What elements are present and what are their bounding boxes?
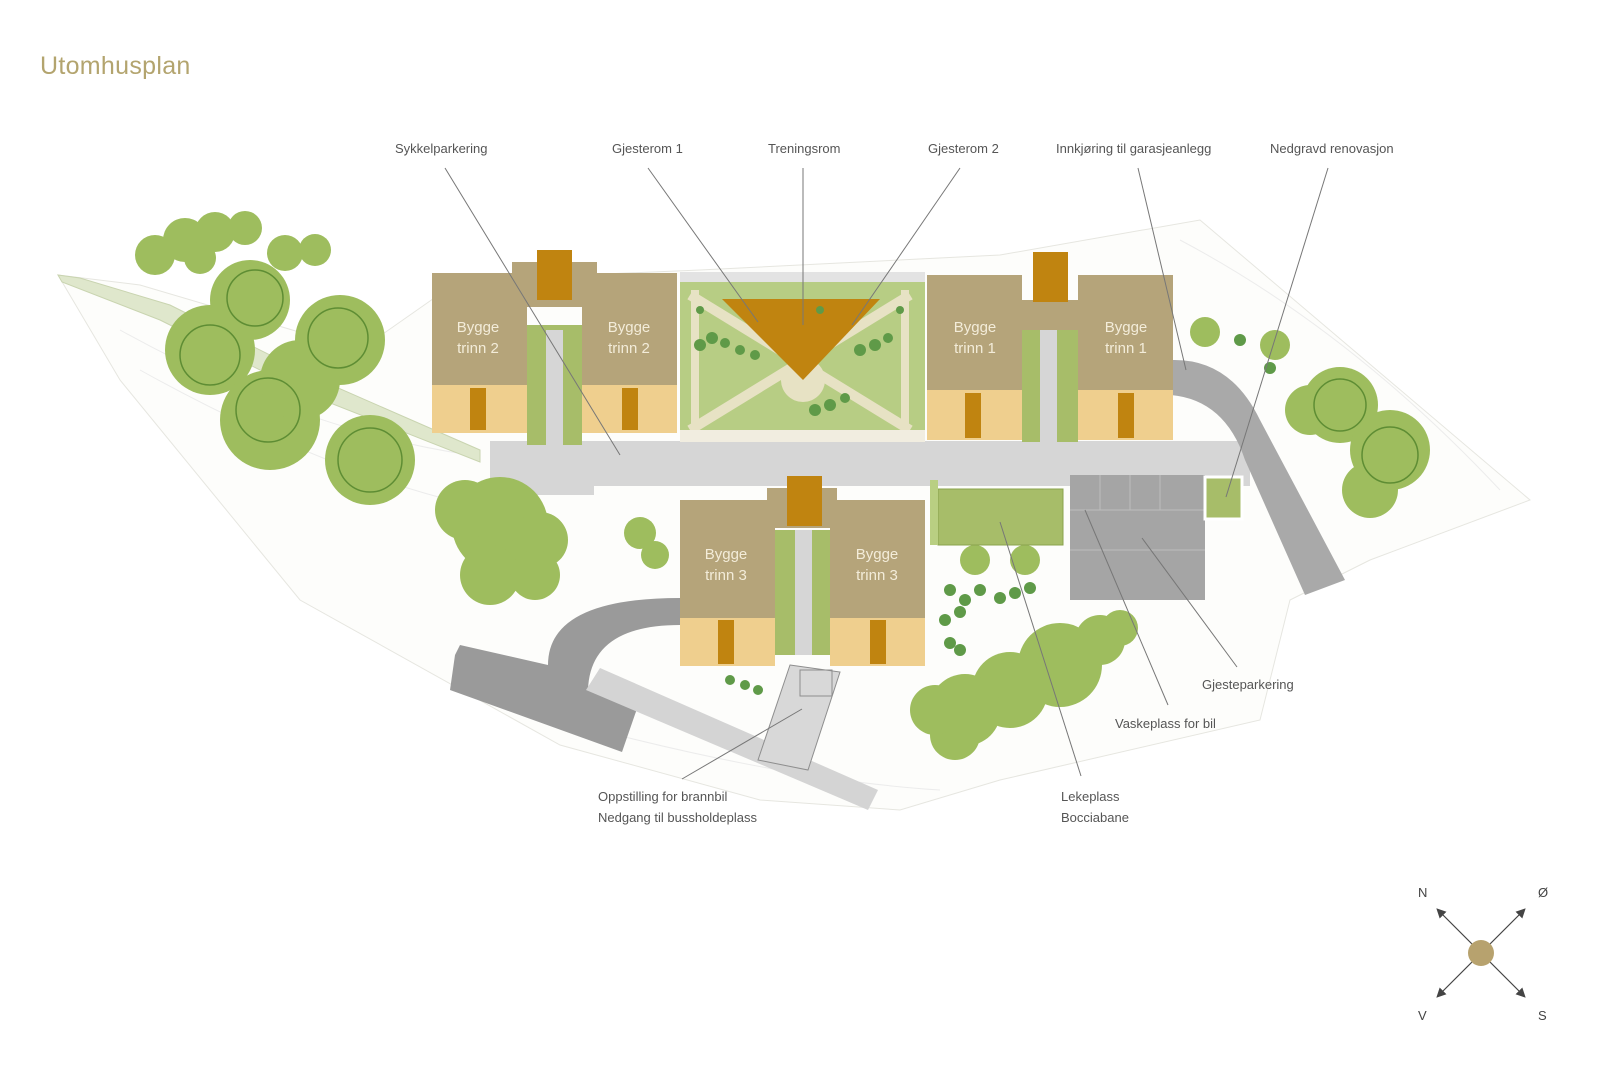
building-label: trinn 1 bbox=[954, 340, 996, 357]
building-trinn-1-core bbox=[1022, 252, 1078, 442]
building-trinn-1-east: Bygge trinn 1 bbox=[1078, 275, 1173, 440]
building-label: Bygge bbox=[608, 319, 651, 336]
building-label: Bygge bbox=[954, 319, 997, 336]
east-tree-cluster bbox=[1190, 317, 1430, 518]
building-trinn-2-core bbox=[512, 250, 597, 448]
building-label: Bygge bbox=[1105, 319, 1148, 336]
callout-guest-parking: Gjesteparkering bbox=[1202, 677, 1294, 692]
building-trinn-3-east: Bygge trinn 3 bbox=[830, 500, 925, 666]
south-footpath bbox=[586, 668, 878, 810]
callout-guest-room-1: Gjesterom 1 bbox=[612, 141, 683, 156]
compass-rose: N Ø S V bbox=[1418, 885, 1548, 1023]
compass-label-east: Ø bbox=[1538, 885, 1548, 900]
building-trinn-3-west: Bygge trinn 3 bbox=[680, 500, 775, 666]
callout-waste-disposal: Nedgravd renovasjon bbox=[1270, 141, 1394, 156]
callout-fire-truck: Oppstilling for brannbil bbox=[598, 789, 727, 804]
callout-guest-room-2: Gjesterom 2 bbox=[928, 141, 999, 156]
callout-training-room: Treningsrom bbox=[768, 141, 840, 156]
building-trinn-2-west: Bygge trinn 2 bbox=[432, 273, 527, 433]
building-label: Bygge bbox=[705, 546, 748, 563]
callout-garage-entrance: Innkjøring til garasjeanlegg bbox=[1056, 141, 1211, 156]
west-tree-cluster bbox=[135, 211, 669, 605]
callout-boccia: Bocciabane bbox=[1061, 810, 1129, 825]
building-label: Bygge bbox=[457, 319, 500, 336]
callout-bus-stop-path: Nedgang til bussholdeplass bbox=[598, 810, 757, 825]
callout-playground: Lekeplass bbox=[1061, 789, 1120, 804]
compass-label-west: V bbox=[1418, 1008, 1427, 1023]
building-trinn-3-core bbox=[767, 476, 837, 655]
west-tree-canopy-details bbox=[179, 269, 403, 493]
page-title: Utomhusplan bbox=[40, 52, 191, 80]
building-label: Bygge bbox=[856, 546, 899, 563]
training-room bbox=[722, 299, 880, 380]
ramp-gate bbox=[799, 669, 833, 697]
access-roads bbox=[450, 359, 1345, 810]
callout-car-wash: Vaskeplass for bil bbox=[1115, 716, 1216, 731]
garage-entrance-road bbox=[1171, 359, 1345, 595]
building-trinn-2-east: Bygge trinn 2 bbox=[582, 273, 677, 433]
compass-center bbox=[1468, 940, 1494, 966]
east-tree-canopy-details bbox=[1313, 378, 1419, 484]
courtyard-planting bbox=[694, 306, 904, 416]
underground-waste-bins bbox=[1203, 475, 1244, 521]
building-label: trinn 2 bbox=[608, 340, 650, 357]
compass-label-south: S bbox=[1538, 1008, 1547, 1023]
callout-leader-lines bbox=[444, 167, 1329, 780]
small-shrubs bbox=[725, 334, 1276, 695]
south-tree-cluster bbox=[910, 545, 1138, 760]
building-label: trinn 3 bbox=[705, 567, 747, 584]
guest-parking-area bbox=[1070, 475, 1205, 600]
southwest-road bbox=[450, 598, 680, 752]
building-label: trinn 1 bbox=[1105, 340, 1147, 357]
building-trinn-1-west: Bygge trinn 1 bbox=[927, 275, 1022, 440]
building-label: trinn 2 bbox=[457, 340, 499, 357]
playground-boccia bbox=[937, 488, 1064, 546]
compass-label-north: N bbox=[1418, 885, 1427, 900]
callout-bicycle-parking: Sykkelparkering bbox=[395, 141, 488, 156]
playground-hedge bbox=[930, 480, 938, 545]
building-label: trinn 3 bbox=[856, 567, 898, 584]
